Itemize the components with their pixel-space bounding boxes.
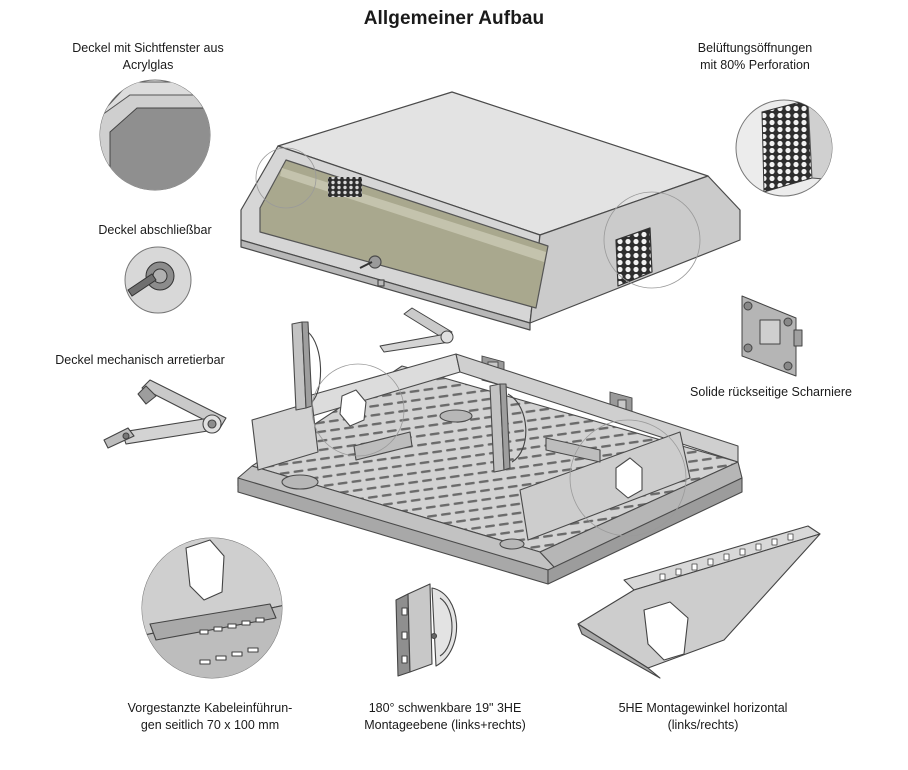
lid-assembly	[240, 91, 741, 331]
label-cable-entries-line1: Vorgestanzte Kabeleinführun-	[127, 701, 293, 715]
label-mechanical-stay: Deckel mechanisch arretierbar	[40, 352, 240, 369]
label-bracket: 5HE Montagewinkel horizontal (links/rech…	[598, 700, 808, 734]
label-acrylic-lid-line2: Acrylglas	[122, 58, 174, 72]
hinge-detail	[741, 295, 803, 377]
detail-lock	[124, 246, 192, 314]
label-acrylic-lid: Deckel mit Sichtfenster aus Acrylglas	[48, 40, 248, 74]
detail-acrylic-corner	[99, 79, 211, 191]
label-ventilation: Belüftungsöffnungen mit 80% Perforation	[670, 40, 840, 74]
label-mounting-plane: 180° schwenkbare 19" 3HE Montageebene (l…	[340, 700, 550, 734]
label-lockable-line1: Deckel abschließbar	[98, 223, 212, 237]
lid-stay-small	[379, 307, 454, 353]
label-ventilation-line1: Belüftungsöffnungen	[697, 41, 813, 55]
diagram-title: Allgemeiner Aufbau	[363, 8, 545, 29]
label-lockable: Deckel abschließbar	[70, 222, 240, 239]
label-hinges: Solide rückseitige Scharniere	[676, 384, 866, 401]
lid-stay-detail	[103, 379, 227, 449]
label-ventilation-line2: mit 80% Perforation	[700, 58, 810, 72]
label-mounting-plane-line2: Montageebene (links+rechts)	[364, 718, 526, 732]
detail-cable-entries	[141, 537, 283, 679]
label-mounting-plane-line1: 180° schwenkbare 19" 3HE	[368, 701, 522, 715]
label-bracket-line2: (links/rechts)	[667, 718, 739, 732]
detail-mounting-plane	[395, 583, 458, 677]
label-cable-entries-line2: gen seitlich 70 x 100 mm	[140, 718, 280, 732]
detail-ventilation	[735, 99, 833, 197]
detail-bracket	[577, 525, 821, 679]
label-bracket-line1: 5HE Montagewinkel horizontal	[618, 701, 788, 715]
label-mechanical-stay-line1: Deckel mechanisch arretierbar	[55, 353, 225, 367]
base-chassis	[237, 321, 743, 585]
label-hinges-line1: Solide rückseitige Scharniere	[690, 385, 852, 399]
label-cable-entries: Vorgestanzte Kabeleinführun- gen seitlic…	[110, 700, 310, 734]
label-acrylic-lid-line1: Deckel mit Sichtfenster aus	[72, 41, 224, 55]
